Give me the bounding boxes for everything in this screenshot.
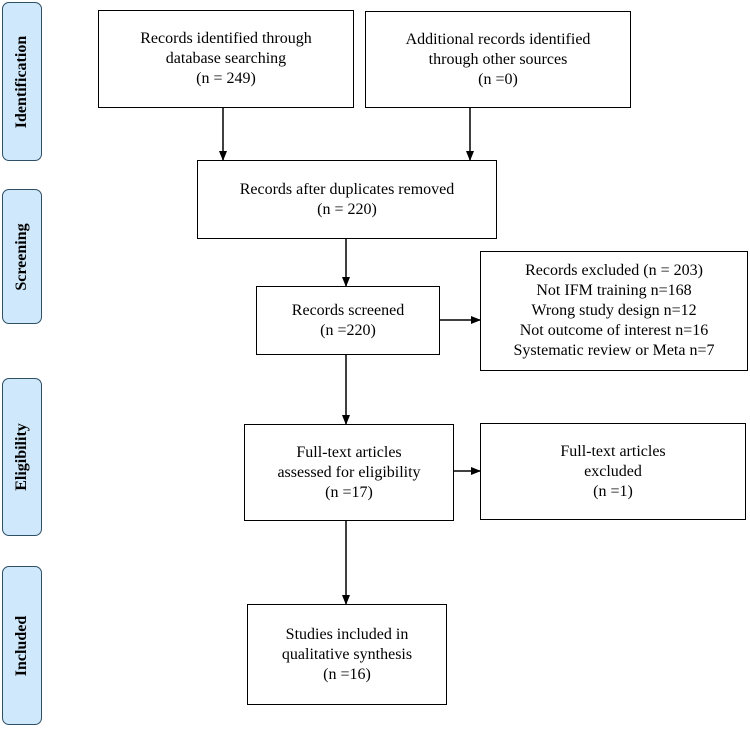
box-line: Studies included in — [285, 625, 409, 643]
box-line: (n =17) — [325, 483, 373, 501]
box-line: Records excluded (n = 203) — [525, 262, 703, 279]
box-line: (n = 249) — [196, 70, 256, 87]
box-duplicates-removed: Records after duplicates removed (n = 22… — [197, 160, 497, 239]
box-line: (n =16) — [323, 665, 371, 683]
box-database-searching: Records identified through database sear… — [98, 10, 354, 108]
box-line: (n =220) — [320, 321, 376, 339]
box-studies-included: Studies included in qualitative synthesi… — [247, 604, 447, 705]
box-line: Systematic review or Meta n=7 — [513, 342, 715, 359]
box-fulltext-excluded: Full-text articles excluded (n =1) — [480, 423, 746, 520]
box-line: (n =1) — [593, 482, 633, 500]
box-line: Not IFM training n=168 — [536, 282, 692, 299]
box-line: excluded — [584, 462, 642, 480]
box-line: Not outcome of interest n=16 — [519, 322, 709, 339]
box-line: through other sources — [428, 50, 568, 68]
box-line: (n =0) — [478, 70, 518, 88]
box-line: Records screened — [291, 301, 405, 319]
box-line: assessed for eligibility — [277, 463, 421, 481]
box-line: Full-text articles — [560, 442, 666, 460]
box-line: Records identified through — [140, 30, 312, 47]
box-line: Additional records identified — [405, 30, 591, 48]
box-records-excluded: Records excluded (n = 203) Not IFM train… — [480, 251, 748, 371]
box-line: (n = 220) — [317, 200, 377, 218]
phase-included: Included — [2, 566, 42, 725]
box-records-screened: Records screened (n =220) — [256, 286, 440, 355]
phase-eligibility: Eligibility — [2, 378, 42, 536]
box-line: database searching — [165, 50, 287, 67]
box-other-sources: Additional records identified through ot… — [365, 11, 631, 108]
box-fulltext-assessed: Full-text articles assessed for eligibil… — [244, 424, 454, 521]
box-line: Records after duplicates removed — [239, 180, 455, 198]
phase-screening: Screening — [2, 189, 42, 324]
box-line: qualitative synthesis — [281, 645, 413, 663]
box-line: Wrong study design n=12 — [531, 302, 697, 319]
box-line: Full-text articles — [296, 443, 402, 461]
phase-identification: Identification — [2, 2, 42, 161]
